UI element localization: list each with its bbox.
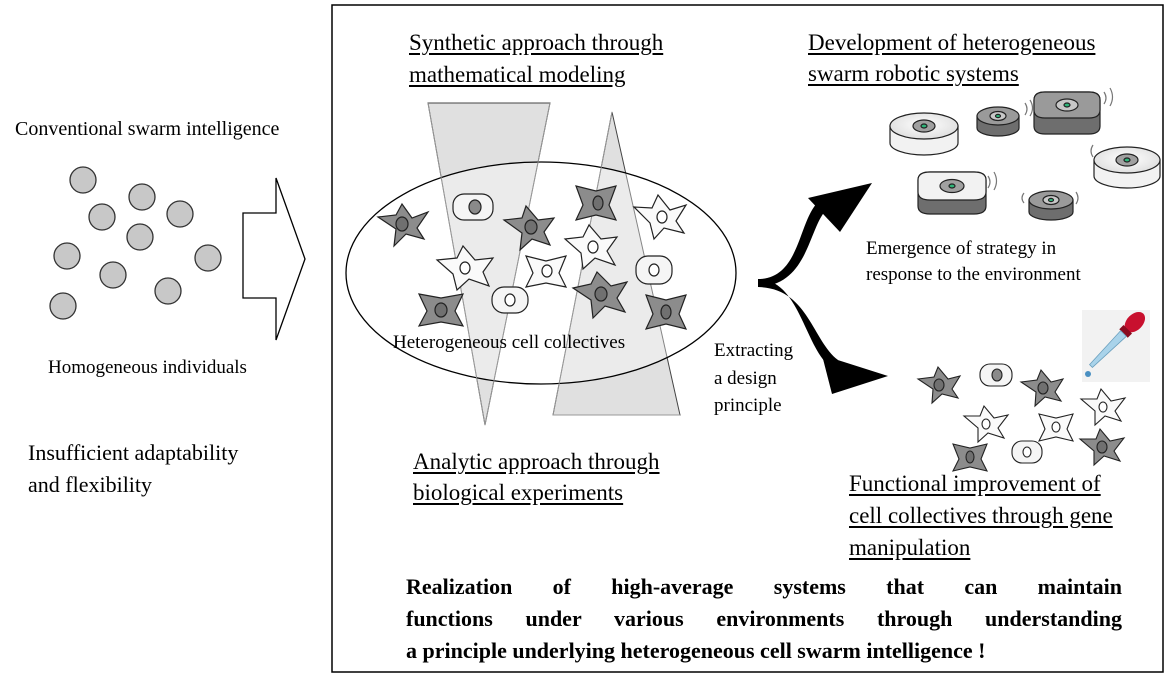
cell-icon	[1019, 368, 1065, 408]
functional-heading-line-3: manipulation	[849, 535, 971, 560]
swarm-robots	[889, 91, 1161, 221]
analytic-heading-line-2: biological experiments	[413, 480, 624, 505]
cell-icon	[524, 255, 568, 288]
extract-line-2: a design	[714, 368, 777, 389]
robot-icon	[889, 112, 959, 156]
robot-icon	[1093, 146, 1161, 189]
particle-icon	[99, 261, 127, 289]
left-title: Conventional swarm intelligence	[15, 118, 280, 140]
particle-icon	[126, 223, 154, 251]
cells-label: Heterogeneous cell collectives	[393, 332, 626, 353]
particle-icon	[53, 242, 81, 270]
cell-icon	[632, 193, 688, 241]
functional-heading-line-1: Functional improvement of	[849, 471, 1101, 496]
cell-icon	[571, 270, 629, 320]
motion-marks	[987, 87, 1114, 205]
extract-line-1: Extracting	[714, 340, 794, 361]
robot-icon	[1028, 190, 1074, 221]
conclusion-line-2: functions under various environments thr…	[406, 606, 1122, 631]
main-frame	[331, 4, 1164, 673]
cell-icon	[635, 255, 673, 285]
cell-icon	[1011, 440, 1043, 464]
cell-icon	[376, 202, 430, 248]
synthetic-heading-line-1: Synthetic approach through	[409, 30, 664, 55]
cell-icon	[1079, 387, 1127, 427]
particle-icon	[128, 183, 156, 211]
modified-cells	[916, 363, 1127, 472]
robot-icon	[1033, 91, 1101, 135]
cell-icon	[962, 404, 1010, 444]
extract-line-3: principle	[714, 395, 782, 416]
particle-icon	[166, 200, 194, 228]
hollow-arrow-icon	[242, 177, 306, 341]
homogeneous-caption: Homogeneous individuals	[48, 357, 247, 378]
emergence-line-2: response to the environment	[866, 264, 1081, 285]
problem-line-1: Insufficient adaptability	[28, 440, 239, 465]
robotics-heading-line-1: Development of heterogeneous	[808, 30, 1096, 55]
synthetic-heading-line-2: mathematical modeling	[409, 62, 626, 87]
conclusion-line-3: a principle underlying heterogeneous cel…	[406, 638, 986, 663]
cell-icon	[644, 294, 688, 330]
cell-icon	[1037, 413, 1075, 442]
curved-arrow-icon	[758, 183, 888, 394]
robot-icon	[976, 106, 1020, 137]
particle-icon	[154, 277, 182, 305]
dropper-icon	[1082, 310, 1150, 382]
homogeneous-particles	[49, 166, 222, 320]
conclusion-line-1: Realization of high-average systems that…	[406, 574, 1122, 599]
particle-icon	[69, 166, 97, 194]
robot-icon	[917, 171, 987, 215]
particle-icon	[194, 244, 222, 272]
cell-icon	[951, 443, 989, 472]
particle-icon	[88, 203, 116, 231]
functional-heading-line-2: cell collectives through gene	[849, 503, 1113, 528]
cell-icon	[979, 363, 1013, 387]
heterogeneous-cells	[376, 185, 688, 330]
emergence-line-1: Emergence of strategy in	[866, 238, 1057, 259]
problem-line-2: and flexibility	[28, 472, 153, 497]
cell-icon	[491, 286, 529, 314]
cell-icon	[563, 223, 619, 271]
analytic-heading-line-1: Analytic approach through	[413, 449, 660, 474]
cell-icon	[452, 193, 494, 221]
cell-icon	[916, 365, 962, 405]
cell-icon	[574, 185, 618, 221]
cell-icon	[1078, 427, 1126, 467]
cell-icon	[502, 204, 556, 252]
robotics-heading-line-2: swarm robotic systems	[808, 61, 1019, 86]
cell-icon	[417, 293, 465, 327]
cell-icon	[435, 244, 495, 292]
particle-icon	[49, 292, 77, 320]
